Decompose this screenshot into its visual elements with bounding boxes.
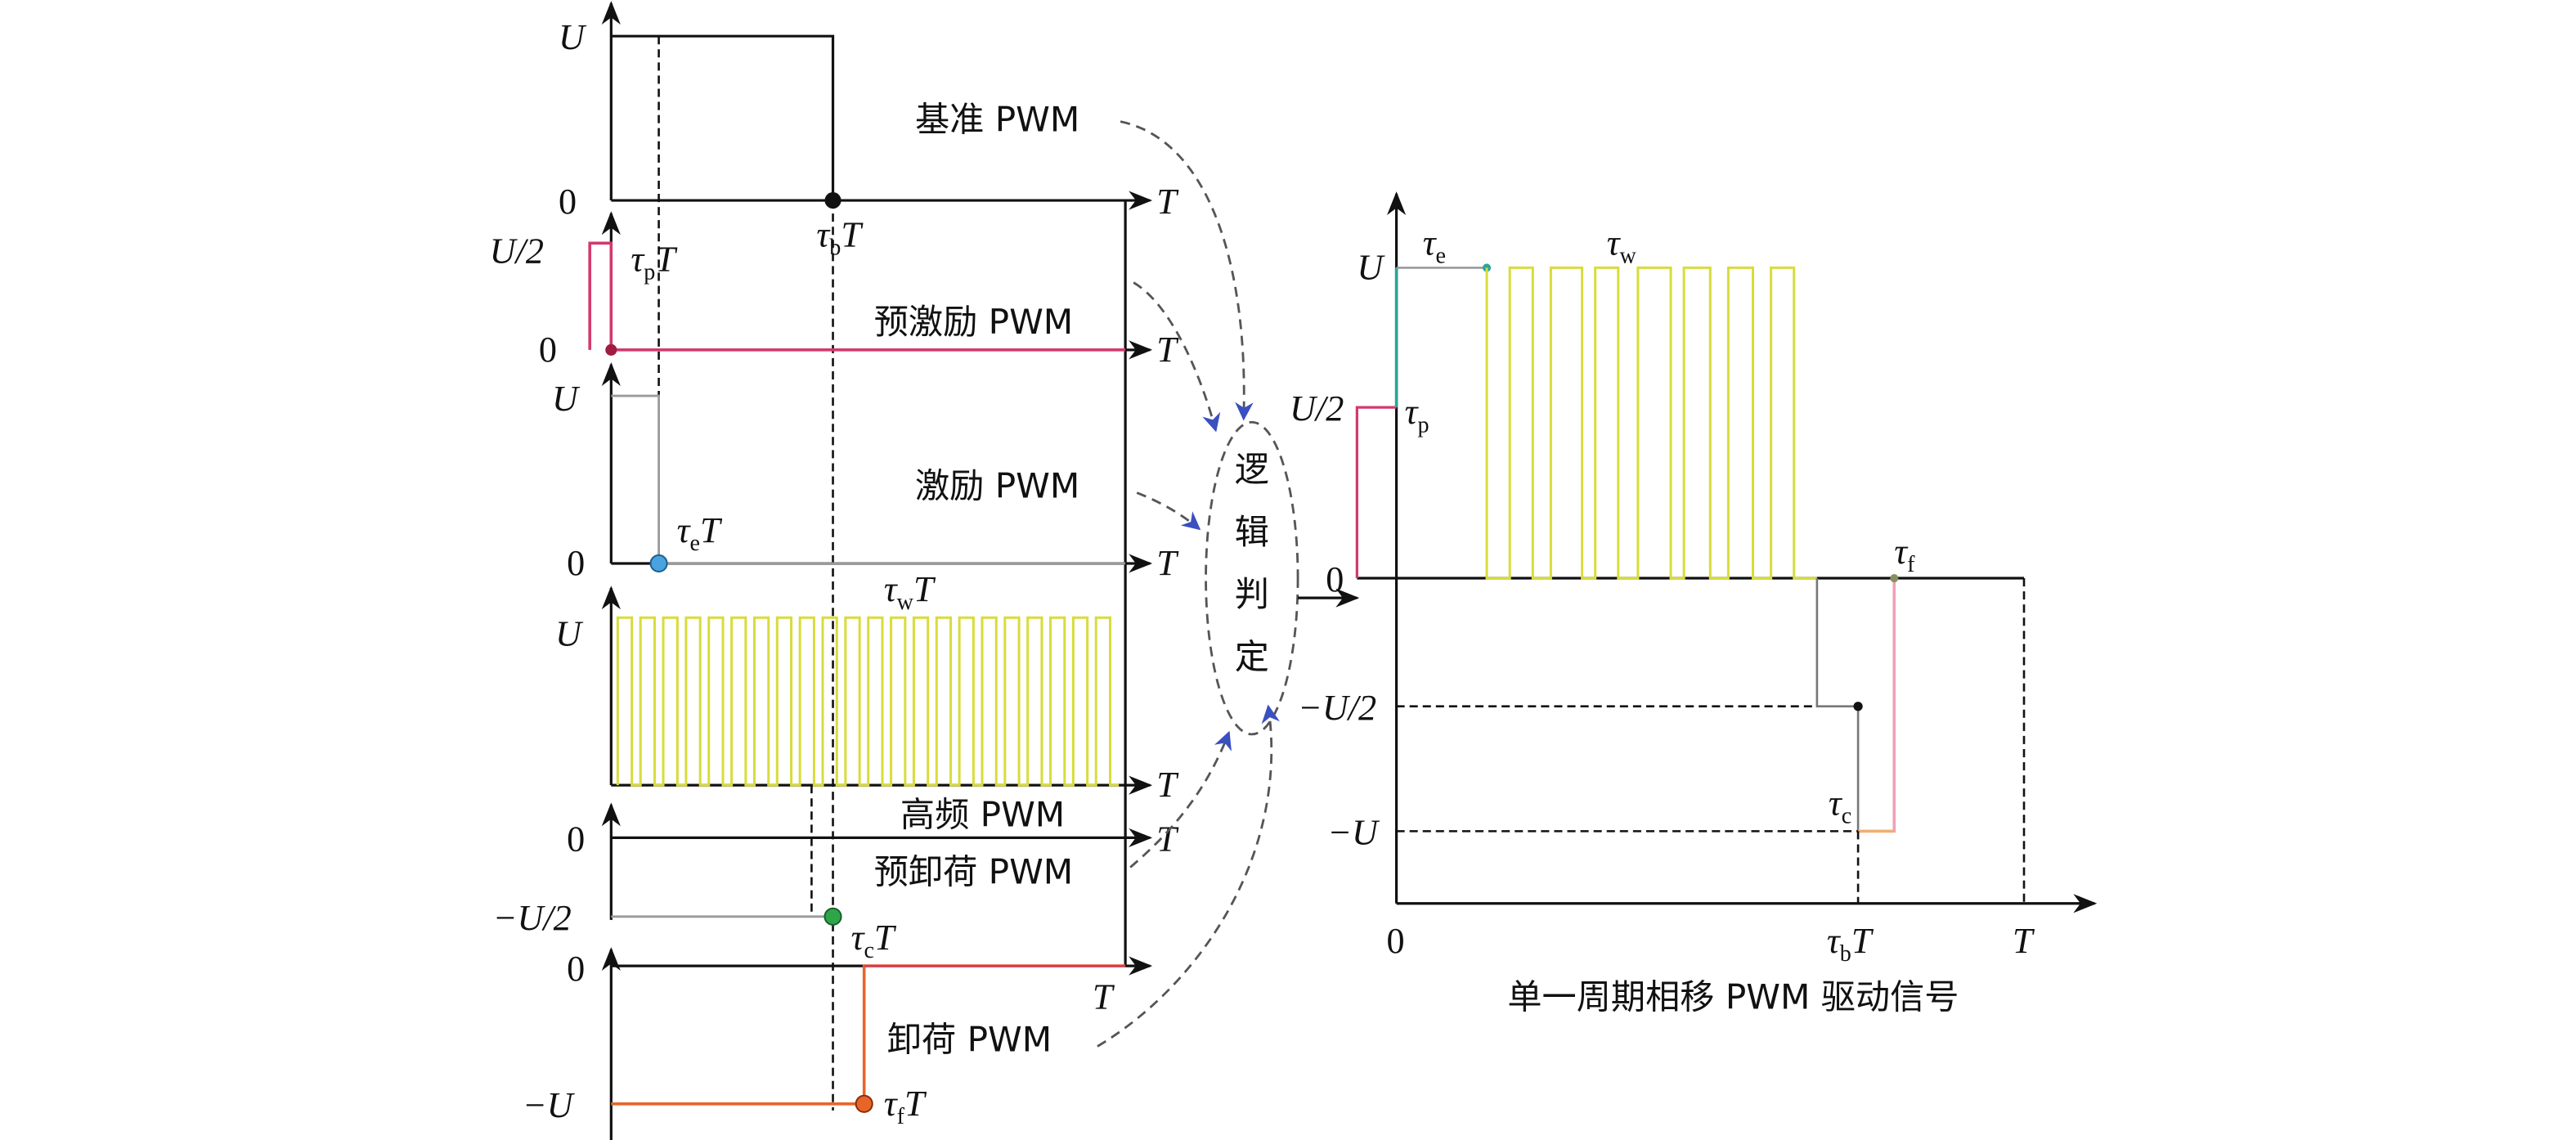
excite-waveform bbox=[611, 394, 1126, 565]
label-zero: 0 bbox=[559, 182, 577, 222]
right-pre-discharge-segment bbox=[1815, 578, 1860, 832]
signal-hf-pwm: 高频 PWM bbox=[900, 794, 1065, 834]
right-label-tau-c: τc bbox=[1829, 783, 1851, 828]
pre-excite-waveform bbox=[588, 241, 1126, 352]
label-neg-u-half: −U/2 bbox=[493, 898, 572, 938]
logic-ellipse bbox=[1205, 420, 1299, 736]
base-pwm-waveform bbox=[611, 34, 835, 201]
right-pre-excite-segment bbox=[1355, 406, 1397, 579]
label-tau-e-t: τeT bbox=[677, 510, 723, 556]
hf-pulse-train bbox=[616, 616, 1120, 787]
signal-base-pwm: 基准 PWM bbox=[915, 100, 1079, 140]
label-t: T bbox=[1156, 330, 1179, 370]
label-u: U bbox=[555, 613, 584, 653]
connector-discharge bbox=[1097, 704, 1280, 1048]
right-label-tau-w: τw bbox=[1607, 222, 1637, 268]
logic-char: 判 bbox=[1235, 574, 1269, 614]
label-tau-p-t: τpT bbox=[631, 239, 678, 285]
right-combined-chart: U U/2 0 −U/2 −U 0 T τbT τe τw τp τf τc 单… bbox=[1290, 191, 2098, 1017]
connector-pre-excite bbox=[1133, 281, 1221, 433]
right-label-neg-u-half: −U/2 bbox=[1298, 688, 1376, 728]
label-zero: 0 bbox=[539, 330, 557, 370]
label-neg-u: −U bbox=[523, 1085, 576, 1125]
label-tau-c-t: τcT bbox=[851, 918, 897, 963]
label-zero: 0 bbox=[567, 543, 585, 583]
label-u-half: U/2 bbox=[490, 231, 544, 271]
right-label-tau-e: τe bbox=[1423, 222, 1446, 268]
right-hf-pulse-train bbox=[1485, 266, 1817, 580]
label-tau-w-t: τwT bbox=[884, 569, 936, 615]
right-hf-waveform bbox=[1485, 266, 1817, 580]
tau-p-dot bbox=[605, 343, 617, 356]
label-zero: 0 bbox=[567, 819, 585, 859]
label-t: T bbox=[1156, 543, 1179, 583]
logic-judgement: 逻 辑 判 定 bbox=[1097, 120, 1360, 1048]
label-zero: 0 bbox=[567, 949, 585, 989]
signal-discharge-pwm: 卸荷 PWM bbox=[887, 1020, 1052, 1060]
right-label-tau-p: τp bbox=[1405, 392, 1429, 438]
signal-pre-excite-pwm: 预激励 PWM bbox=[874, 302, 1073, 342]
logic-char: 逻 bbox=[1235, 450, 1269, 490]
signal-pre-discharge-pwm: 预卸荷 PWM bbox=[874, 852, 1073, 892]
hf-pwm-waveform bbox=[616, 616, 1120, 787]
label-u: U bbox=[552, 379, 581, 419]
left-panels: U 0 U/2 0 U 0 U 0 −U/2 0 −U T T T T T T … bbox=[490, 1, 1179, 1140]
tau-f-dot bbox=[855, 1094, 873, 1113]
label-t: T bbox=[1093, 976, 1115, 1017]
tau-b-dot bbox=[824, 192, 841, 209]
label-tau-f-t: τfT bbox=[884, 1084, 927, 1129]
right-label-tau-f: τf bbox=[1894, 532, 1915, 577]
right-label-tau-b-t: τbT bbox=[1827, 921, 1874, 967]
right-tau-c-dot bbox=[1853, 702, 1863, 711]
label-t: T bbox=[1156, 182, 1179, 222]
signal-excite-pwm: 激励 PWM bbox=[915, 466, 1079, 506]
connector-pre-discharge bbox=[1129, 730, 1232, 868]
right-label-u: U bbox=[1357, 247, 1385, 287]
right-label-zero: 0 bbox=[1326, 559, 1344, 599]
label-tau-b-t: τbT bbox=[816, 214, 864, 260]
logic-char: 定 bbox=[1235, 637, 1269, 677]
right-label-origin: 0 bbox=[1387, 921, 1405, 961]
label-t: T bbox=[1156, 765, 1179, 805]
right-label-t: T bbox=[2013, 921, 2035, 961]
connector-base bbox=[1120, 120, 1254, 421]
logic-char: 辑 bbox=[1235, 512, 1269, 552]
right-label-neg-u: −U bbox=[1327, 812, 1380, 852]
right-discharge-segment bbox=[1858, 578, 1896, 833]
tau-e-dot bbox=[649, 554, 668, 573]
right-chart-title: 单一周期相移 PWM 驱动信号 bbox=[1507, 976, 1959, 1017]
right-label-u-half: U/2 bbox=[1290, 388, 1344, 429]
right-tau-f-dot bbox=[1890, 574, 1899, 583]
tau-c-dot bbox=[824, 907, 842, 926]
connector-excite bbox=[1136, 491, 1201, 531]
label-u: U bbox=[559, 17, 587, 57]
